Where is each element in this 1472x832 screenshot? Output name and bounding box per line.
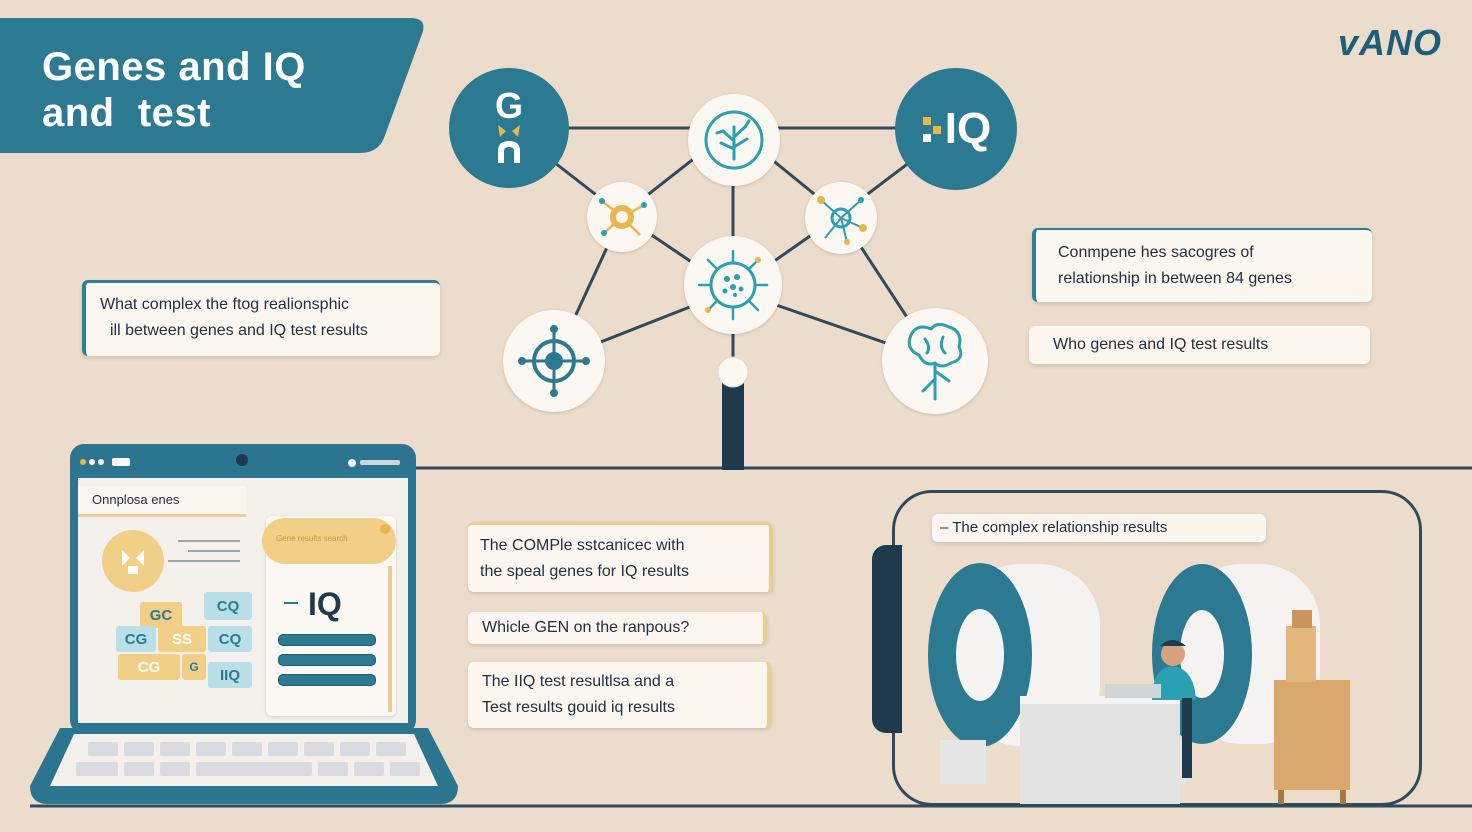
person-icon — [380, 524, 390, 534]
title-line-1: Genes and IQ — [42, 45, 306, 89]
iq-node-label: IQ — [944, 104, 992, 153]
webcam-icon — [236, 454, 248, 466]
info-right-mid-text: Who genes and IQ test results — [1053, 336, 1269, 353]
brain-tree-node — [688, 94, 780, 186]
brand-logo: vANO — [1337, 22, 1442, 63]
laptop-search-label: Gene results search — [276, 534, 348, 543]
laptop-side-panel: Gene results search IQ — [262, 516, 396, 716]
result-bar-2 — [278, 654, 376, 666]
question-line-2: ill between genes and IQ test results — [110, 322, 368, 339]
brain-tree-icon — [704, 110, 764, 170]
info-card-right-mid: Who genes and IQ test results — [1029, 326, 1370, 364]
scene-side-tab — [872, 545, 902, 733]
iq-node: IQ — [895, 68, 1017, 190]
scene-caption: – The complex relationship results — [932, 514, 1266, 542]
laptop-block-cq-top: CQ — [204, 592, 252, 620]
info-card-center-bottom: The IIQ test resultlsa and a Test result… — [468, 662, 771, 728]
laptop-screen: Onnplosa enes GC CQ CG SS CQ CG G IIQ Ge… — [78, 478, 408, 723]
laptop-block-ss: SS — [158, 626, 206, 652]
dna-crosshair-icon — [518, 325, 590, 397]
laptop-keyboard-base — [30, 728, 458, 804]
iq-prefix-icon — [922, 117, 941, 142]
laptop-block-gc: GC — [140, 602, 182, 628]
laptop-block-cg-low: CG — [118, 654, 180, 680]
tree-node — [882, 308, 988, 414]
laptop-block-g: G — [182, 654, 206, 680]
gene-node: G — [449, 68, 569, 188]
laptop-block-cg: CG — [116, 626, 156, 652]
result-bar-1 — [278, 634, 376, 646]
title-banner: Genes and IQ and test — [0, 18, 425, 153]
laptop-search-pill[interactable]: Gene results search — [262, 518, 396, 564]
laptop-header: Onnplosa enes — [78, 486, 246, 517]
info-card-right-top: Conmpene hes sacogres of relationship in… — [1032, 228, 1372, 302]
info-card-center-mid: Whicle GEN on the ranpous? — [468, 612, 767, 644]
gene-glyph-icon — [498, 125, 520, 163]
center-top-line-2: the speal genes for IQ results — [480, 563, 689, 580]
scene-caption-text: – The complex relationship results — [940, 519, 1168, 536]
question-card-left: What complex the ftog realionsphic ill b… — [82, 280, 440, 356]
center-mid-text: Whicle GEN on the ranpous? — [482, 619, 690, 636]
info-card-center-top: The COMPle sstcanicec with the speal gen… — [468, 522, 773, 592]
tree-brain-icon — [907, 322, 963, 401]
laptop-header-text: Onnplosa enes — [92, 492, 180, 507]
title-banner-shape — [0, 18, 424, 153]
title-line-2: and test — [42, 91, 211, 135]
laptop-block-cq-mid: CQ — [208, 626, 252, 652]
page-title: Genes and IQ and test — [42, 44, 306, 136]
spacebar — [196, 762, 312, 776]
scanner-illustration — [928, 563, 1350, 804]
center-bottom-line-1: The IIQ test resultlsa and a — [482, 673, 675, 690]
center-bottom-line-2: Test results gouid iq results — [482, 699, 675, 716]
neuron-node-left — [587, 182, 657, 252]
neuron-node-right — [805, 182, 877, 254]
center-top-line-1: The COMPle sstcanicec with — [480, 537, 685, 554]
laptop-window-controls — [80, 454, 400, 470]
info-right-line-1: Conmpene hes sacogres of — [1058, 244, 1254, 261]
question-line-1: What complex the ftog realionsphic — [100, 296, 350, 313]
result-bar-3 — [278, 674, 376, 686]
cell-node-center — [684, 236, 782, 334]
gene-cross-icon — [122, 550, 144, 574]
laptop-iq-badge: IQ — [308, 586, 342, 622]
gene-letter: G — [494, 85, 523, 126]
laptop-block-iiq: IIQ — [208, 662, 252, 688]
neuron-icon — [599, 198, 647, 236]
neuron-network-icon — [817, 196, 867, 245]
dna-node — [503, 310, 605, 412]
laptop-gene-badge — [102, 530, 164, 592]
cell-icon — [697, 249, 769, 321]
info-right-line-2: relationship in between 84 genes — [1058, 270, 1292, 287]
